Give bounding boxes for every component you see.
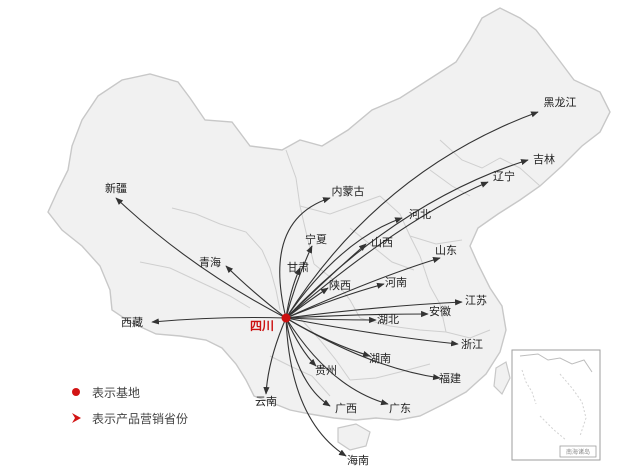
route-line <box>285 282 385 319</box>
province-label: 陕西 <box>329 278 351 292</box>
route-line <box>285 159 529 319</box>
province-label: 甘肃 <box>287 261 309 274</box>
route-line <box>285 245 313 319</box>
route-line <box>285 217 403 319</box>
route-line <box>285 267 301 319</box>
province-label: 浙江 <box>461 338 483 351</box>
arrow-icon <box>70 412 82 424</box>
route-line <box>285 316 377 324</box>
province-label: 辽宁 <box>493 169 515 183</box>
route-line <box>285 299 463 319</box>
route-line <box>151 316 287 325</box>
route-line <box>285 257 441 319</box>
route-line <box>285 243 367 319</box>
province-label: 湖南 <box>369 352 391 365</box>
legend-item-route: 表示产品营销省份 <box>70 409 188 427</box>
route-line <box>279 197 331 319</box>
route-line <box>225 265 287 319</box>
route-line <box>285 317 441 381</box>
base-marker <box>281 313 291 323</box>
province-label: 安徽 <box>429 304 451 318</box>
route-line <box>285 317 459 347</box>
legend-arrow-label: 表示产品营销省份 <box>92 411 189 426</box>
route-line <box>285 310 429 319</box>
province-borders <box>139 139 541 397</box>
legend: 表示基地 表示产品营销省份 <box>70 381 250 431</box>
province-label: 山西 <box>371 236 393 249</box>
route-line <box>115 197 287 319</box>
route-line <box>285 181 489 319</box>
route-line <box>285 317 317 367</box>
province-label: 新疆 <box>105 181 127 195</box>
route-line <box>285 287 329 319</box>
base-label: 四川 <box>250 319 274 333</box>
route-line <box>285 111 539 319</box>
province-label: 河南 <box>385 276 407 289</box>
province-label: 贵州 <box>315 364 337 377</box>
taiwan-island <box>493 361 511 396</box>
south-china-sea-inset: 南海诸岛 <box>511 349 601 461</box>
province-label: 江苏 <box>465 294 487 307</box>
province-label: 河北 <box>409 208 431 221</box>
legend-base-label: 表示基地 <box>92 385 141 400</box>
province-label: 广东 <box>389 402 411 415</box>
route-line <box>285 317 331 407</box>
province-label: 青海 <box>199 255 221 269</box>
route-line <box>285 317 347 457</box>
province-label: 广西 <box>335 402 357 415</box>
inset-label: 南海诸岛 <box>566 448 590 456</box>
legend-item-base: 表示基地 <box>70 383 140 401</box>
route-line <box>263 317 287 395</box>
hainan-island <box>337 423 371 451</box>
province-label: 山东 <box>435 244 457 257</box>
route-lines <box>115 111 539 457</box>
province-label: 湖北 <box>377 313 399 326</box>
province-label: 宁夏 <box>305 232 327 246</box>
province-label: 海南 <box>347 453 369 467</box>
province-label: 吉林 <box>533 152 555 166</box>
province-label: 内蒙古 <box>332 184 365 198</box>
route-line <box>285 317 389 406</box>
base-dot-icon <box>70 386 82 398</box>
province-label: 福建 <box>439 371 461 385</box>
province-label: 西藏 <box>121 316 143 329</box>
province-label: 黑龙江 <box>544 96 577 109</box>
province-label: 云南 <box>255 395 277 408</box>
